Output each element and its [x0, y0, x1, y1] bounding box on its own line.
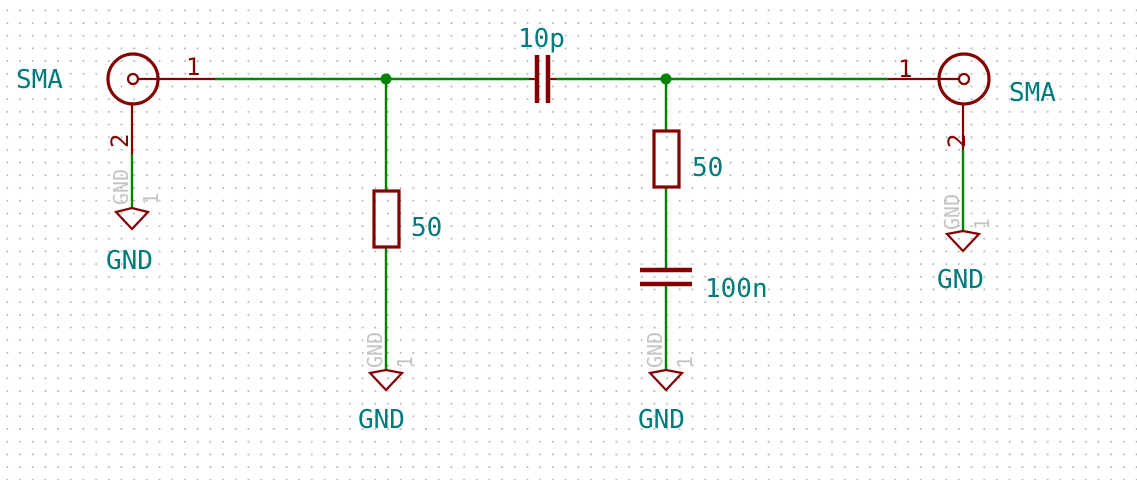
ground-symbol-mid-right[interactable]: GND GND 1 — [638, 332, 697, 435]
hidden-ground-pin: 1 — [673, 356, 697, 368]
hidden-ground-name: GND — [363, 332, 387, 368]
resistor-body — [372, 189, 401, 249]
hidden-ground-name: GND — [940, 194, 964, 230]
ground-symbol-right[interactable]: GND GND 1 — [937, 194, 994, 295]
resistor-value-label: 50 — [692, 153, 723, 183]
connector-ref-label: SMA — [16, 65, 63, 95]
hidden-ground-pin: 1 — [139, 193, 163, 205]
cap-value-label: 100n — [705, 274, 768, 304]
hidden-ground-pin: 1 — [970, 218, 994, 230]
resistor-series-50[interactable]: 50 — [652, 129, 723, 189]
ground-symbol-mid-left[interactable]: GND GND 1 — [358, 332, 417, 435]
cap-value-label: 10p — [518, 24, 565, 54]
signal-pin-number: 1 — [186, 53, 200, 81]
hidden-ground-name: GND — [109, 169, 133, 205]
capacitor-shunt-100n[interactable]: 100n — [640, 267, 768, 304]
junction-dot-left — [380, 73, 392, 85]
sma-connector-right[interactable]: SMA 1 2 — [888, 52, 1056, 150]
coax-center-pin — [957, 72, 971, 86]
wires — [130, 73, 965, 370]
ground-net-label: GND — [937, 265, 984, 295]
capacitor-series-10p[interactable]: 10p — [518, 24, 565, 103]
ground-triangle — [113, 206, 151, 231]
ground-pin-number: 2 — [943, 134, 971, 148]
resistor-body — [652, 129, 681, 189]
junction-dot-right — [660, 73, 672, 85]
coax-center-pin — [126, 72, 140, 86]
ground-triangle — [944, 229, 982, 253]
ground-pin-number: 2 — [106, 134, 134, 148]
ground-net-label: GND — [358, 405, 405, 435]
ground-net-label: GND — [638, 405, 685, 435]
ground-triangle — [647, 368, 685, 392]
signal-pin-number: 1 — [898, 55, 912, 83]
ground-triangle — [367, 368, 405, 392]
ground-symbol-left[interactable]: GND GND 1 — [106, 169, 163, 276]
resistor-shunt-50[interactable]: 50 — [372, 189, 442, 249]
hidden-ground-pin: 1 — [393, 356, 417, 368]
sma-connector-left[interactable]: SMA 1 2 — [16, 52, 215, 154]
ground-net-label: GND — [106, 246, 153, 276]
connector-ref-label: SMA — [1009, 78, 1056, 108]
hidden-ground-name: GND — [643, 332, 667, 368]
resistor-value-label: 50 — [411, 213, 442, 243]
